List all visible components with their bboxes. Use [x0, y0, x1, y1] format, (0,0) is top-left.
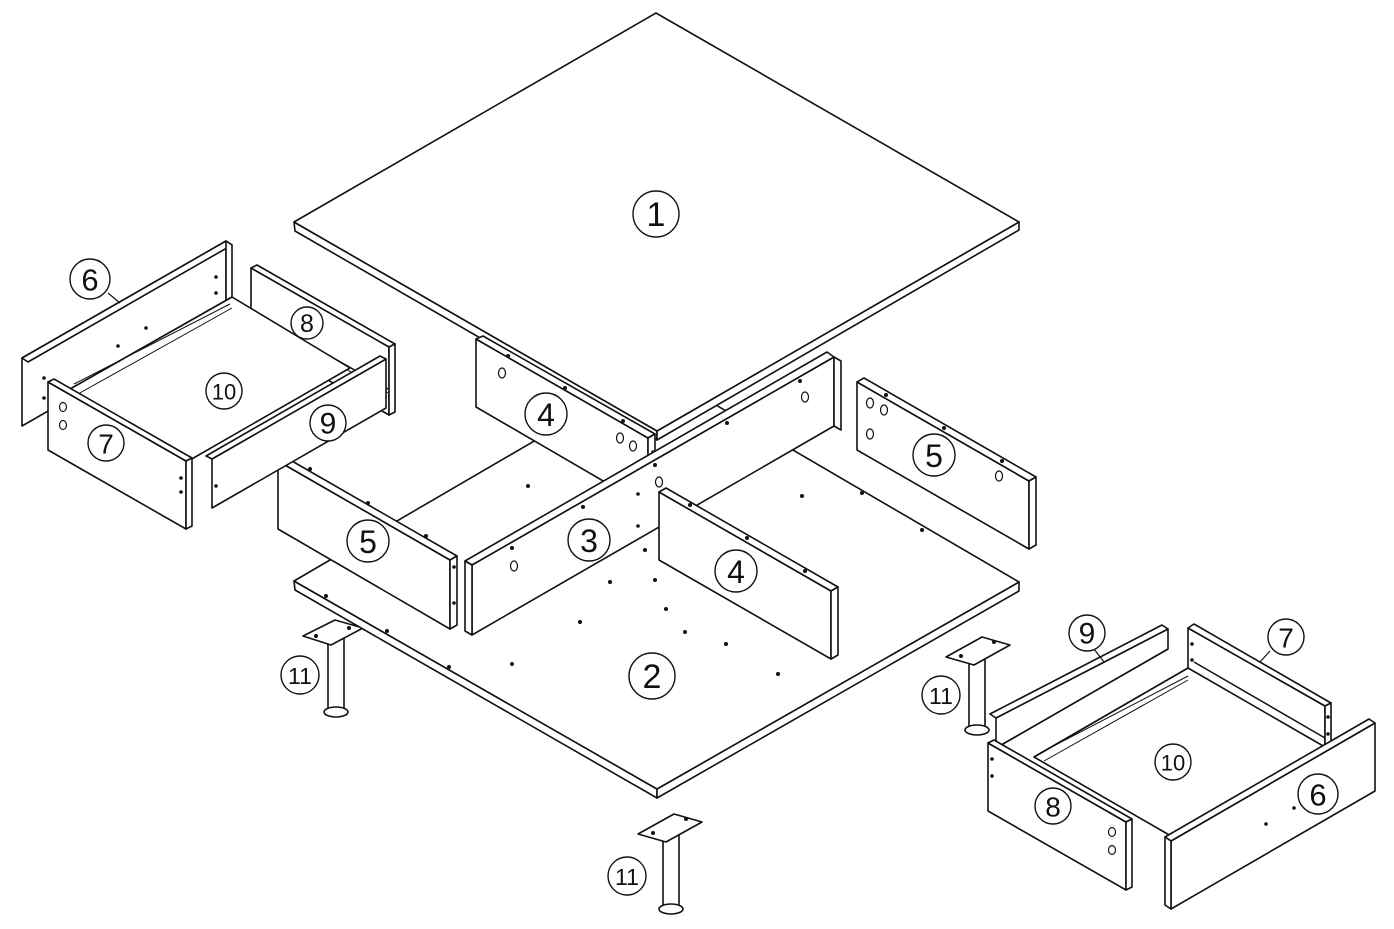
callout-leg-right: 11: [921, 675, 961, 715]
svg-text:9: 9: [1079, 618, 1096, 651]
leg-front: [637, 813, 703, 915]
callout-end-panel-left: 5: [346, 519, 390, 563]
callout-right-drawer-side-a: 8: [1034, 787, 1072, 825]
left-drawer: [21, 240, 396, 530]
callout-inner-side-left: 4: [524, 392, 568, 436]
callout-left-drawer-back: 7: [87, 424, 125, 462]
callout-inner-side-right: 4: [714, 549, 758, 593]
callout-right-drawer-back: 7: [1259, 618, 1305, 663]
callout-left-drawer-side-b: 9: [309, 404, 347, 442]
callout-leg-front: 11: [607, 856, 647, 896]
svg-text:8: 8: [1045, 792, 1061, 823]
svg-text:10: 10: [1161, 751, 1185, 776]
bottom-panel: [293, 369, 1020, 799]
callout-end-panel-right: 5: [912, 433, 956, 477]
svg-text:6: 6: [81, 263, 98, 298]
svg-text:3: 3: [580, 523, 598, 559]
svg-text:5: 5: [359, 524, 377, 560]
leg-right: [945, 636, 1011, 736]
svg-text:11: 11: [929, 683, 953, 709]
svg-text:4: 4: [727, 554, 745, 590]
callout-top-panel: 1: [632, 190, 680, 238]
callout-right-drawer-bottom: 10: [1154, 743, 1192, 781]
svg-text:6: 6: [1309, 778, 1326, 813]
callout-left-drawer-bottom: 10: [205, 372, 243, 410]
svg-text:9: 9: [320, 408, 337, 441]
svg-text:10: 10: [212, 380, 236, 405]
callout-bottom-panel: 2: [628, 652, 676, 700]
svg-text:5: 5: [925, 438, 943, 474]
svg-text:2: 2: [643, 658, 662, 696]
callout-left-drawer-side-a: 8: [290, 306, 324, 340]
svg-text:7: 7: [98, 429, 114, 460]
svg-text:1: 1: [647, 196, 666, 234]
callout-left-drawer-front: 6: [69, 258, 121, 304]
center-divider: [464, 351, 842, 636]
callout-center-divider: 3: [567, 518, 611, 562]
callout-leg-left: 11: [280, 655, 320, 695]
svg-text:11: 11: [288, 663, 312, 689]
svg-text:7: 7: [1278, 623, 1294, 654]
svg-text:11: 11: [615, 864, 639, 890]
callout-right-drawer-side-b: 9: [1068, 614, 1106, 663]
bottom-panel-holes: [324, 484, 924, 676]
callout-right-drawer-front: 6: [1297, 773, 1339, 815]
svg-text:4: 4: [537, 397, 555, 433]
leg-left: [302, 619, 364, 718]
svg-text:8: 8: [300, 310, 314, 338]
